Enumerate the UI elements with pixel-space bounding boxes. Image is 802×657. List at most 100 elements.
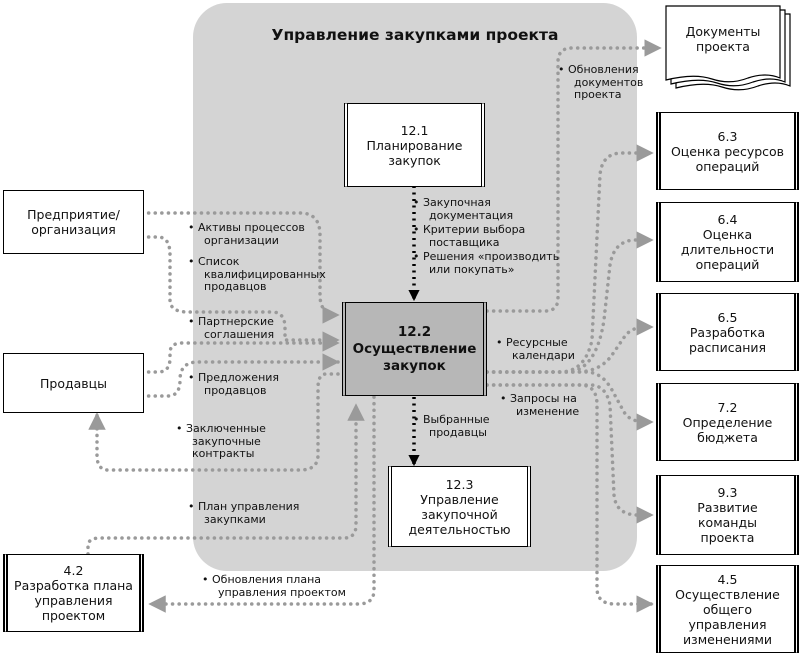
flow-label-line: или покупать» [429, 262, 515, 276]
process-label-line: деятельностью [408, 521, 511, 537]
process-12-2-conduct[interactable]: 12.2 Осуществление закупок [342, 302, 487, 396]
process-label-line: Осуществление [352, 340, 477, 357]
entity-number: 4.5 [717, 571, 738, 587]
flow-to-7-2 [485, 370, 654, 431]
entity-enterprise[interactable]: Предприятие/ организация [3, 190, 144, 254]
region-title: Управление закупками проекта [271, 26, 559, 44]
bullet-glyph: • [500, 392, 510, 405]
flow-label-text: Обновления плана [212, 573, 321, 586]
entity-label-line: общего [702, 601, 753, 617]
flow-label-text: Закупочная [423, 196, 491, 209]
entity-7-2[interactable]: 7.2 Определение бюджета [656, 383, 799, 461]
flow-org-assets [140, 211, 340, 324]
process-12-1-planning[interactable]: 12.1 Планирование закупок [344, 103, 485, 187]
entity-label-line: изменениями [682, 631, 773, 647]
bullet-glyph: • [496, 336, 506, 349]
process-label-line: Планирование [366, 137, 463, 153]
documents-icon [665, 5, 791, 91]
bullet-glyph: • [202, 573, 212, 586]
process-label-line: закупок [388, 152, 441, 168]
flow-label-line: закупочные [192, 434, 261, 448]
flow-label-text: Ресурсные [506, 336, 568, 349]
process-label-line: Управление [420, 491, 499, 507]
process-12-3-admin[interactable]: 12.3 Управление закупочной деятельностью [388, 466, 531, 547]
entity-number: 7.2 [717, 399, 738, 415]
process-number: 12.3 [445, 476, 474, 492]
flow-label-text: Критерии выбора [423, 223, 526, 236]
flow-proposals [140, 353, 340, 398]
process-label-line: закупок [383, 357, 446, 374]
entity-number: 4.2 [63, 563, 84, 578]
bullet-glyph: • [558, 63, 568, 76]
flow-label-line: продавцов [204, 383, 267, 397]
entity-label-line: Разработка плана [14, 578, 133, 593]
flow-document-updates [485, 39, 662, 313]
entity-4-2-pm-plan[interactable]: 4.2 Разработка плана управления проектом [3, 554, 144, 632]
entity-label-line: Оценка [702, 227, 753, 242]
flow-to-6-4 [485, 231, 654, 374]
entity-label-line: Документы [685, 24, 761, 39]
entity-6-4[interactable]: 6.4 Оценка длительности операций [656, 202, 799, 282]
entity-4-5[interactable]: 4.5 Осуществление общего управления изме… [656, 565, 799, 653]
process-number: 12.1 [400, 122, 429, 138]
flow-label-text: Решения «производить [423, 250, 560, 263]
bullet-glyph: • [413, 250, 423, 263]
entity-label-line: организация [31, 222, 116, 237]
flow-label-line: продавцов [204, 280, 267, 293]
bullet-glyph: • [188, 255, 198, 268]
bullet-glyph: • [413, 413, 423, 426]
bullet-glyph: • [188, 371, 198, 384]
entity-label-line: команды [698, 515, 757, 530]
flow-label-line: поставщика [429, 235, 500, 249]
flow-label-line: организации [204, 233, 279, 247]
entity-label-line: операций [695, 158, 760, 174]
entity-number: 6.5 [717, 309, 738, 325]
entity-label-line: Продавцы [39, 375, 108, 391]
flow-label-text: План управления [198, 500, 300, 513]
flow-label-line: изменение [516, 404, 580, 418]
flow-contracts [88, 372, 340, 472]
flow-label-line: календари [512, 348, 575, 362]
flow-to-4-5 [485, 383, 654, 613]
bullet-glyph: • [188, 500, 198, 513]
flow-label-line: квалифицированных [204, 267, 326, 281]
flow-label-line: соглашения [204, 327, 275, 341]
flow-label-line: управления проектом [218, 585, 346, 599]
entity-label-line: Предприятие/ [27, 207, 120, 222]
entity-label-line: проекта [696, 39, 750, 54]
flow-label-text: Список [198, 255, 240, 268]
flow-label-line: документов [574, 75, 644, 89]
entity-number: 6.4 [717, 212, 738, 227]
entity-6-5[interactable]: 6.5 Разработка расписания [656, 293, 799, 371]
entity-label-line: операций [695, 257, 760, 272]
entity-sellers[interactable]: Продавцы [3, 353, 144, 413]
flow-label-text: Обновления [568, 63, 639, 76]
flow-label-text: Активы процессов [198, 221, 305, 234]
bullet-glyph: • [176, 422, 186, 435]
entity-number: 9.3 [717, 485, 738, 500]
entity-label-line: бюджета [697, 429, 758, 445]
flow-pm-plan-updates [148, 395, 376, 613]
process-label-line: закупочной [421, 506, 498, 522]
flow-procurement-plan [86, 403, 365, 556]
entity-9-3[interactable]: 9.3 Развитие команды проекта [656, 475, 799, 555]
entity-documents[interactable]: Документы проекта [666, 24, 780, 54]
entity-label-line: длительности [680, 242, 775, 257]
entity-6-3[interactable]: 6.3 Оценка ресурсов операций [656, 112, 799, 190]
entity-label-line: Развитие [697, 500, 758, 515]
flow-to-6-3 [485, 144, 654, 374]
flow-label-line: закупками [204, 512, 266, 526]
entity-label-line: проекта [700, 530, 755, 545]
flow-label-text: Запросы на [510, 392, 577, 405]
